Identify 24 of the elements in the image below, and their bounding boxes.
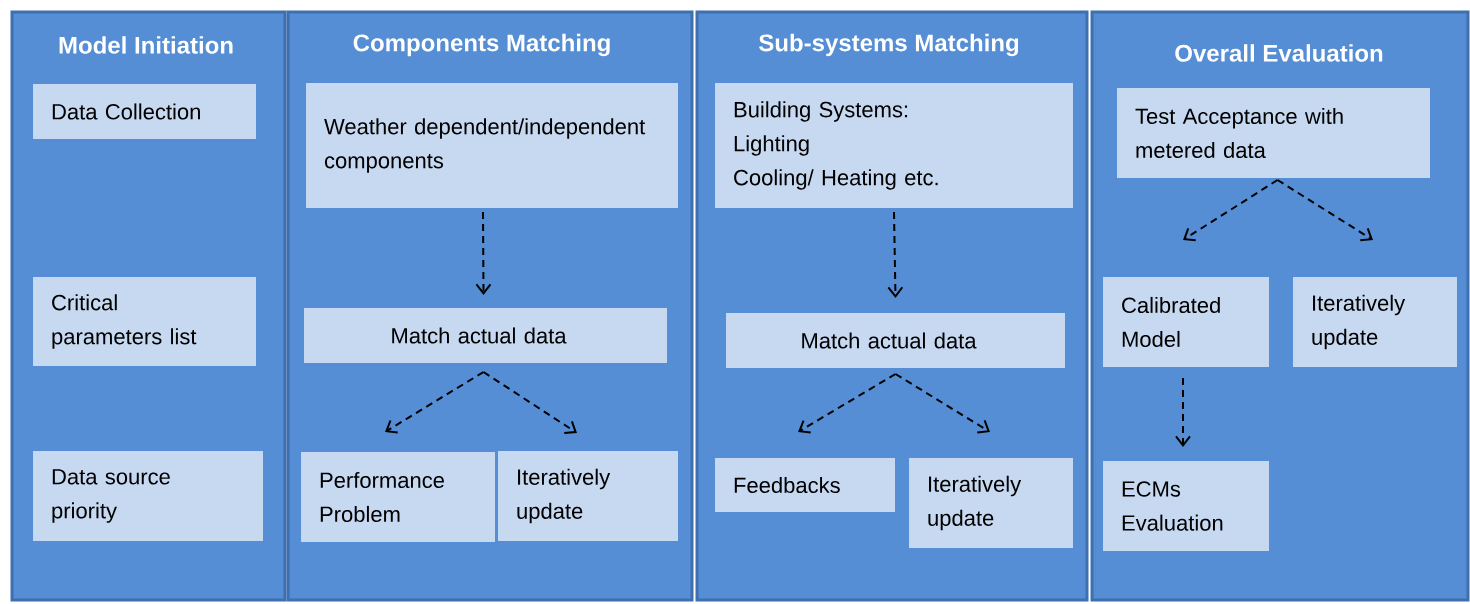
process-box: Data source priority [33,451,263,541]
process-box: Weather dependent/independent components [306,83,678,208]
process-box: Performance Problem [301,452,495,542]
arrow [475,211,492,295]
arrow [798,373,897,434]
process-box: Building Systems: Lighting Cooling/ Heating etc. [715,83,1073,208]
arrow [1276,179,1373,242]
process-box: Critical parameters list [33,277,256,366]
process-box: Feedbacks [715,458,895,512]
process-box: Iteratively update [909,458,1073,548]
arrow [1183,179,1279,242]
process-box: Data Collection [33,84,256,139]
arrow [894,373,990,434]
process-box: Calibrated Model [1103,277,1269,367]
process-box: Match actual data [726,313,1065,368]
arrow [482,371,577,435]
process-box: Iteratively update [498,451,678,541]
arrow [385,371,485,434]
process-box: Iteratively update [1293,277,1457,367]
process-box: Match actual data [304,308,667,363]
process-box: Test Acceptance with metered data [1117,88,1430,178]
process-box: ECMs Evaluation [1103,461,1269,551]
arrow [887,211,904,298]
arrow [1175,377,1191,447]
